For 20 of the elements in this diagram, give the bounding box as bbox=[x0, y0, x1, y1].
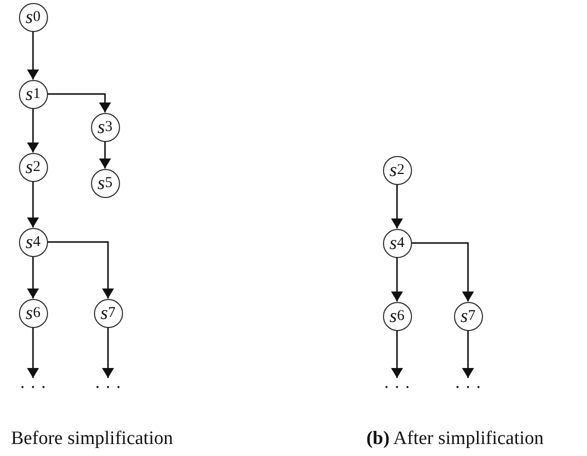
arrow bbox=[102, 328, 114, 378]
caption: (b) After simplification bbox=[366, 428, 544, 450]
arrow bbox=[391, 184, 403, 228]
arrow bbox=[48, 93, 111, 112]
ellipsis: · · · bbox=[20, 378, 46, 396]
caption: Before simplification bbox=[11, 428, 173, 450]
arrow bbox=[27, 256, 39, 298]
arrow bbox=[27, 182, 39, 228]
arrow bbox=[27, 108, 39, 152]
ellipsis: · · · bbox=[384, 378, 410, 396]
arrow bbox=[412, 242, 474, 302]
ellipsis: · · · bbox=[454, 378, 482, 396]
arrow bbox=[27, 328, 39, 378]
arrow bbox=[391, 258, 403, 302]
arrow bbox=[99, 142, 111, 168]
arrow bbox=[48, 241, 114, 298]
arrow bbox=[462, 330, 474, 378]
arrow bbox=[27, 32, 39, 80]
arrow bbox=[391, 330, 403, 378]
ellipsis: · · · bbox=[94, 378, 122, 396]
